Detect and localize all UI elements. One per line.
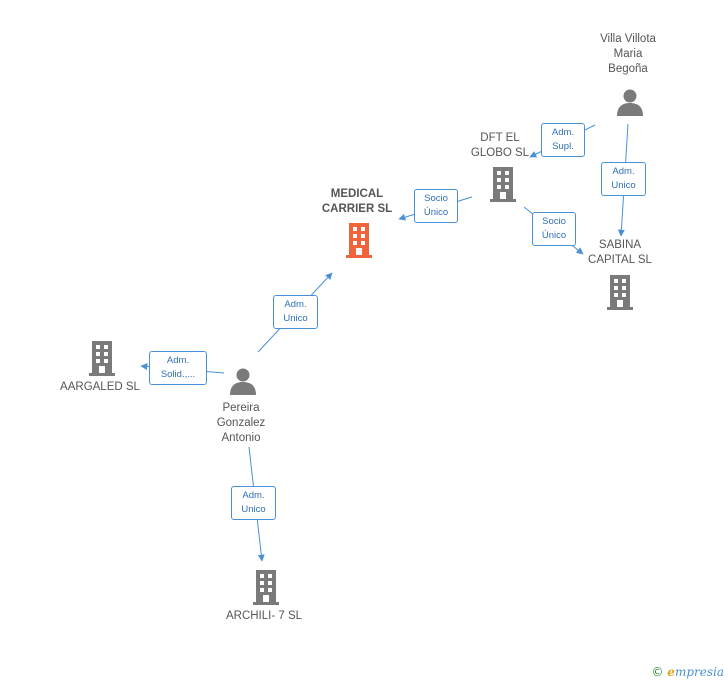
- role-box-pereira-medical[interactable]: Adm. Unico: [273, 295, 318, 329]
- node-label-archili: ARCHILI- 7 SL: [225, 610, 303, 622]
- node-label-medical: MEDICAL CARRIER SL: [321, 188, 393, 215]
- node-label-sabina: SABINA CAPITAL SL: [588, 239, 652, 266]
- node-label-pereira: Pereira Gonzalez Antonio: [216, 402, 266, 444]
- brand-initial: e: [667, 665, 675, 679]
- node-label-villa: Villa Villota Maria Begoña: [600, 33, 656, 75]
- building-icon[interactable]: [343, 222, 375, 258]
- person-icon[interactable]: [615, 87, 645, 117]
- brand-name: mpresia: [674, 665, 724, 679]
- node-label-aargaled: AARGALED SL: [60, 381, 140, 393]
- role-box-pereira-aargaled[interactable]: Adm. Solid.,...: [149, 351, 207, 385]
- empresia-watermark: © empresia: [651, 665, 724, 679]
- building-icon[interactable]: [604, 274, 636, 310]
- node-label-dft: DFT EL GLOBO SL: [470, 132, 530, 159]
- role-box-villa-dft[interactable]: Adm. Supl.: [541, 123, 585, 157]
- role-box-dft-medical[interactable]: Socio Único: [414, 189, 458, 223]
- role-box-pereira-archili[interactable]: Adm. Unico: [231, 486, 276, 520]
- person-icon[interactable]: [228, 366, 258, 396]
- role-box-dft-sabina[interactable]: Socio Único: [532, 212, 576, 246]
- building-icon[interactable]: [86, 340, 118, 376]
- building-icon[interactable]: [487, 166, 519, 202]
- building-icon[interactable]: [250, 569, 282, 605]
- role-box-villa-sabina[interactable]: Adm. Unico: [601, 162, 646, 196]
- copyright-icon: ©: [651, 665, 664, 679]
